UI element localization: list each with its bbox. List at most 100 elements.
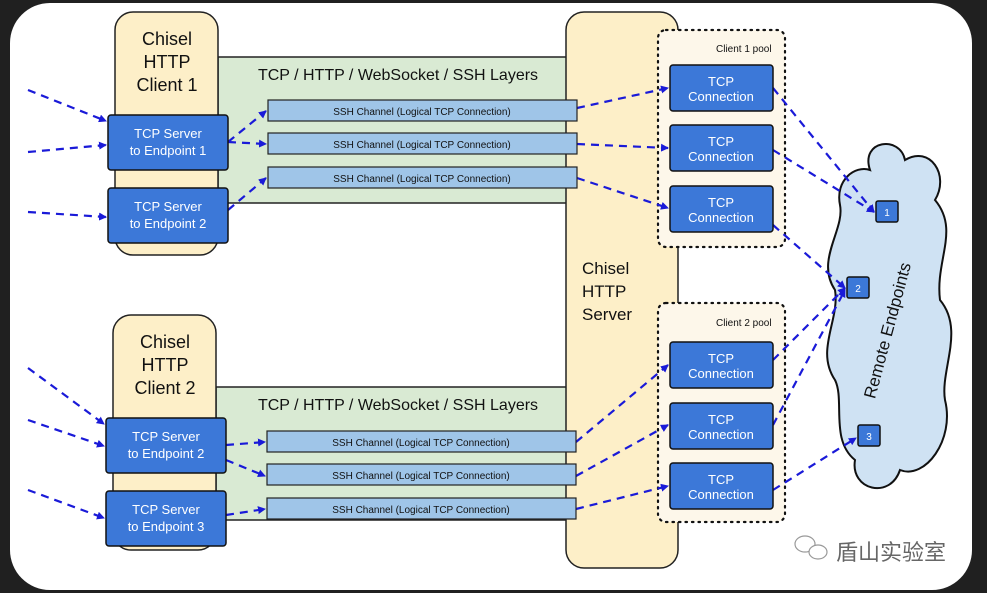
tcp-server-label-line: TCP Server bbox=[134, 199, 202, 214]
tcp-connection-box bbox=[669, 124, 774, 172]
tcp-connection-label-line: TCP bbox=[708, 74, 734, 89]
tcp-server-label-line: TCP Server bbox=[132, 429, 200, 444]
flow-arrow bbox=[772, 437, 857, 491]
flow-arrow bbox=[27, 210, 107, 221]
tcp-server-label-line: to Endpoint 1 bbox=[130, 143, 207, 158]
tcp-connection-box bbox=[669, 185, 774, 233]
flow-arrow bbox=[27, 88, 107, 123]
tcp-server-box[interactable] bbox=[107, 114, 229, 171]
tcp-connection-label-line: Connection bbox=[688, 487, 754, 502]
flow-arrow bbox=[27, 488, 105, 520]
pool-label: Client 2 pool bbox=[716, 318, 772, 329]
flow-arrow bbox=[772, 87, 875, 213]
tcp-connection-label-line: Connection bbox=[688, 427, 754, 442]
tcp-connection-label-line: TCP bbox=[708, 134, 734, 149]
ssh-channel-label: SSH Channel (Logical TCP Connection) bbox=[333, 174, 511, 185]
wechat-icon bbox=[794, 535, 816, 553]
client-title-line: HTTP bbox=[142, 355, 189, 375]
pool-label: Client 1 pool bbox=[716, 44, 772, 55]
flow-arrow bbox=[576, 176, 669, 210]
flow-arrow bbox=[772, 224, 846, 289]
tcp-connection-label-line: TCP bbox=[708, 351, 734, 366]
tcp-server-label-line: to Endpoint 2 bbox=[130, 216, 207, 231]
tcp-server-box[interactable] bbox=[105, 417, 227, 474]
flow-arrow bbox=[225, 506, 266, 517]
flow-arrow bbox=[575, 424, 669, 477]
ssh-channel-label: SSH Channel (Logical TCP Connection) bbox=[332, 438, 510, 449]
tcp-server-label: TCP Server to Endpoint 2 bbox=[128, 429, 205, 461]
flow-arrow bbox=[27, 418, 105, 448]
client-title-line: Chisel bbox=[142, 29, 192, 49]
tcp-connection-label-line: Connection bbox=[688, 210, 754, 225]
flow-arrow bbox=[772, 289, 846, 426]
endpoint-3-box bbox=[857, 424, 881, 447]
layers-label: TCP / HTTP / WebSocket / SSH Layers bbox=[258, 67, 538, 84]
tcp-connection-label-line: Connection bbox=[688, 149, 754, 164]
pool-label-line: Client 2 pool bbox=[716, 318, 772, 329]
ssh-channel-label: SSH Channel (Logical TCP Connection) bbox=[332, 471, 510, 482]
tcp-server-label-line: to Endpoint 2 bbox=[128, 446, 205, 461]
ssh-channel-label: SSH Channel (Logical TCP Connection) bbox=[333, 107, 511, 118]
server-title-line: Server bbox=[582, 305, 632, 324]
client-title-line: Chisel bbox=[140, 332, 190, 352]
flow-arrow bbox=[27, 141, 107, 154]
flow-arrow bbox=[772, 149, 875, 213]
tcp-server-box[interactable] bbox=[105, 490, 227, 547]
tcp-server-label-line: TCP Server bbox=[132, 502, 200, 517]
endpoint-2-box bbox=[846, 276, 870, 299]
layers-label: TCP / HTTP / WebSocket / SSH Layers bbox=[258, 397, 538, 414]
server-title-line: HTTP bbox=[582, 282, 626, 301]
tcp-connection-box bbox=[669, 462, 774, 510]
endpoint-label: 3 bbox=[866, 432, 872, 443]
tcp-connection-label-line: Connection bbox=[688, 366, 754, 381]
tcp-connection-box bbox=[669, 341, 774, 389]
watermark-text: 盾山实验室 bbox=[836, 540, 946, 565]
tcp-connection-label-line: Connection bbox=[688, 89, 754, 104]
flow-arrow bbox=[225, 438, 266, 447]
pool-label-line: Client 1 pool bbox=[716, 44, 772, 55]
watermark: 盾山实验室 bbox=[794, 535, 946, 565]
server-title-line: Chisel bbox=[582, 259, 629, 278]
tcp-connection-label-line: TCP bbox=[708, 472, 734, 487]
ssh-channel-bar bbox=[266, 463, 577, 486]
ssh-channel-label: SSH Channel (Logical TCP Connection) bbox=[332, 505, 510, 516]
ssh-channel-label: SSH Channel (Logical TCP Connection) bbox=[333, 140, 511, 151]
endpoint-label: 2 bbox=[855, 284, 861, 295]
client-title-line: Client 1 bbox=[136, 75, 197, 95]
wechat-icon-bubble bbox=[808, 544, 828, 560]
flow-arrow bbox=[576, 85, 669, 110]
ssh-channel-bar bbox=[266, 430, 577, 453]
ssh-channel-bar bbox=[266, 497, 577, 520]
tcp-connection-box bbox=[669, 402, 774, 450]
endpoint-1-box bbox=[875, 200, 899, 223]
flow-arrow bbox=[227, 139, 267, 148]
tcp-server-label-line: TCP Server bbox=[134, 126, 202, 141]
tcp-server-label: TCP Server to Endpoint 2 bbox=[130, 199, 207, 231]
chisel-server-box bbox=[565, 11, 679, 569]
tcp-server-label: TCP Server to Endpoint 1 bbox=[130, 126, 207, 158]
tcp-server-label: TCP Server to Endpoint 3 bbox=[128, 502, 205, 534]
ssh-channel-bar bbox=[267, 132, 578, 155]
flow-arrow bbox=[772, 287, 846, 361]
tcp-server-label-line: to Endpoint 3 bbox=[128, 519, 205, 534]
client-title-line: Client 2 bbox=[134, 378, 195, 398]
ssh-channel-bar bbox=[267, 99, 578, 122]
flow-arrow bbox=[27, 367, 105, 425]
flow-arrow bbox=[225, 458, 266, 478]
tcp-server-box[interactable] bbox=[107, 187, 229, 244]
client-title-line: HTTP bbox=[144, 52, 191, 72]
ssh-channel-bar bbox=[267, 166, 578, 189]
endpoint-label: 1 bbox=[884, 208, 890, 219]
flow-arrow bbox=[575, 364, 669, 443]
flow-arrow bbox=[576, 142, 669, 152]
